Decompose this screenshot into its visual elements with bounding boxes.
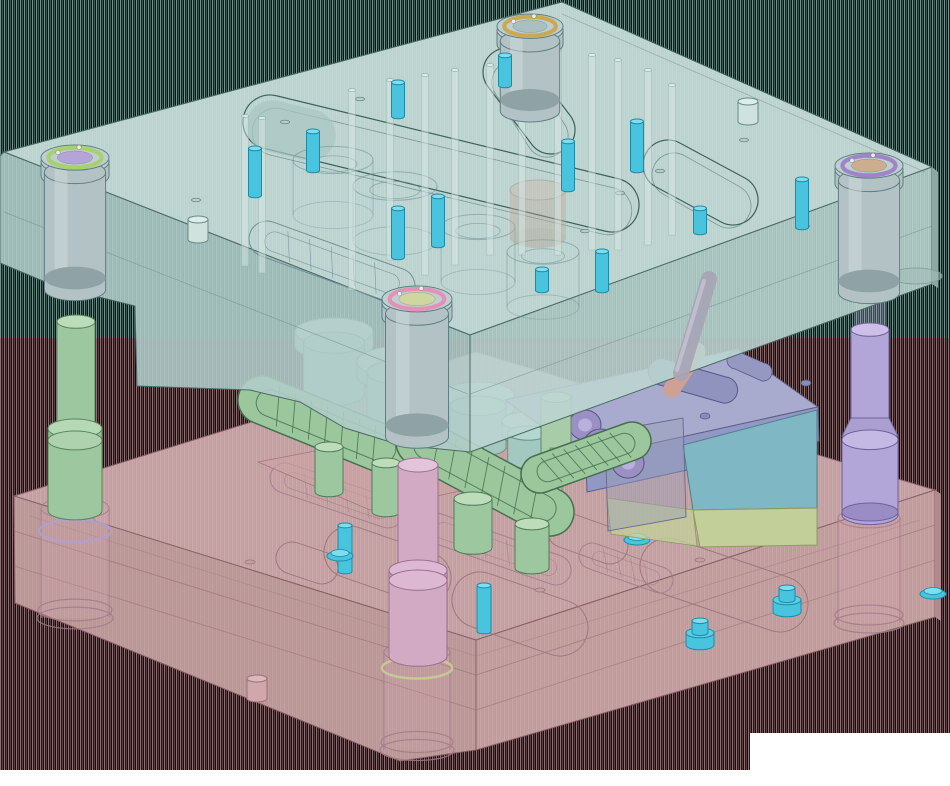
riser-green-band-left: [606, 497, 698, 547]
top-plate-stub-cylinders: [187, 97, 759, 244]
riser-green-band[interactable]: [692, 507, 818, 548]
cooling-pins-cyan[interactable]: [248, 52, 809, 294]
background-white-rect: [750, 733, 950, 786]
guide-bushings[interactable]: [40, 13, 904, 449]
bottom-plate-tip-face: [935, 490, 941, 621]
guide-bushing-left[interactable]: [40, 144, 110, 302]
ejector-sleeves[interactable]: [314, 441, 550, 575]
top-plate[interactable]: [0, 1, 943, 453]
guide-bushing-top-center[interactable]: [496, 13, 564, 123]
background-white-band: [0, 770, 950, 786]
bottom-plate-top-seam: [29, 515, 921, 657]
clamp-block-hole-2: [800, 379, 812, 387]
ejector-screws-cyan[interactable]: [326, 522, 947, 651]
ghost-guide-bushings: [36, 496, 905, 762]
ghost-sprue-bushing: [509, 179, 567, 248]
top-plate-tip-face: [932, 167, 938, 288]
ghost-ejector-pins: [241, 48, 676, 291]
clamp-block-slot-2: [726, 350, 773, 382]
bottom-plate-stub: [246, 674, 268, 703]
sprue-rod-ghost: [673, 271, 717, 381]
guide-bushing-right[interactable]: [834, 152, 904, 305]
guide-pillars[interactable]: [47, 272, 899, 667]
clamp-block-hole-1: [699, 412, 711, 420]
top-plate-chamfer-edge: [561, 13, 926, 173]
sprue-bushing-center[interactable]: [381, 285, 453, 449]
